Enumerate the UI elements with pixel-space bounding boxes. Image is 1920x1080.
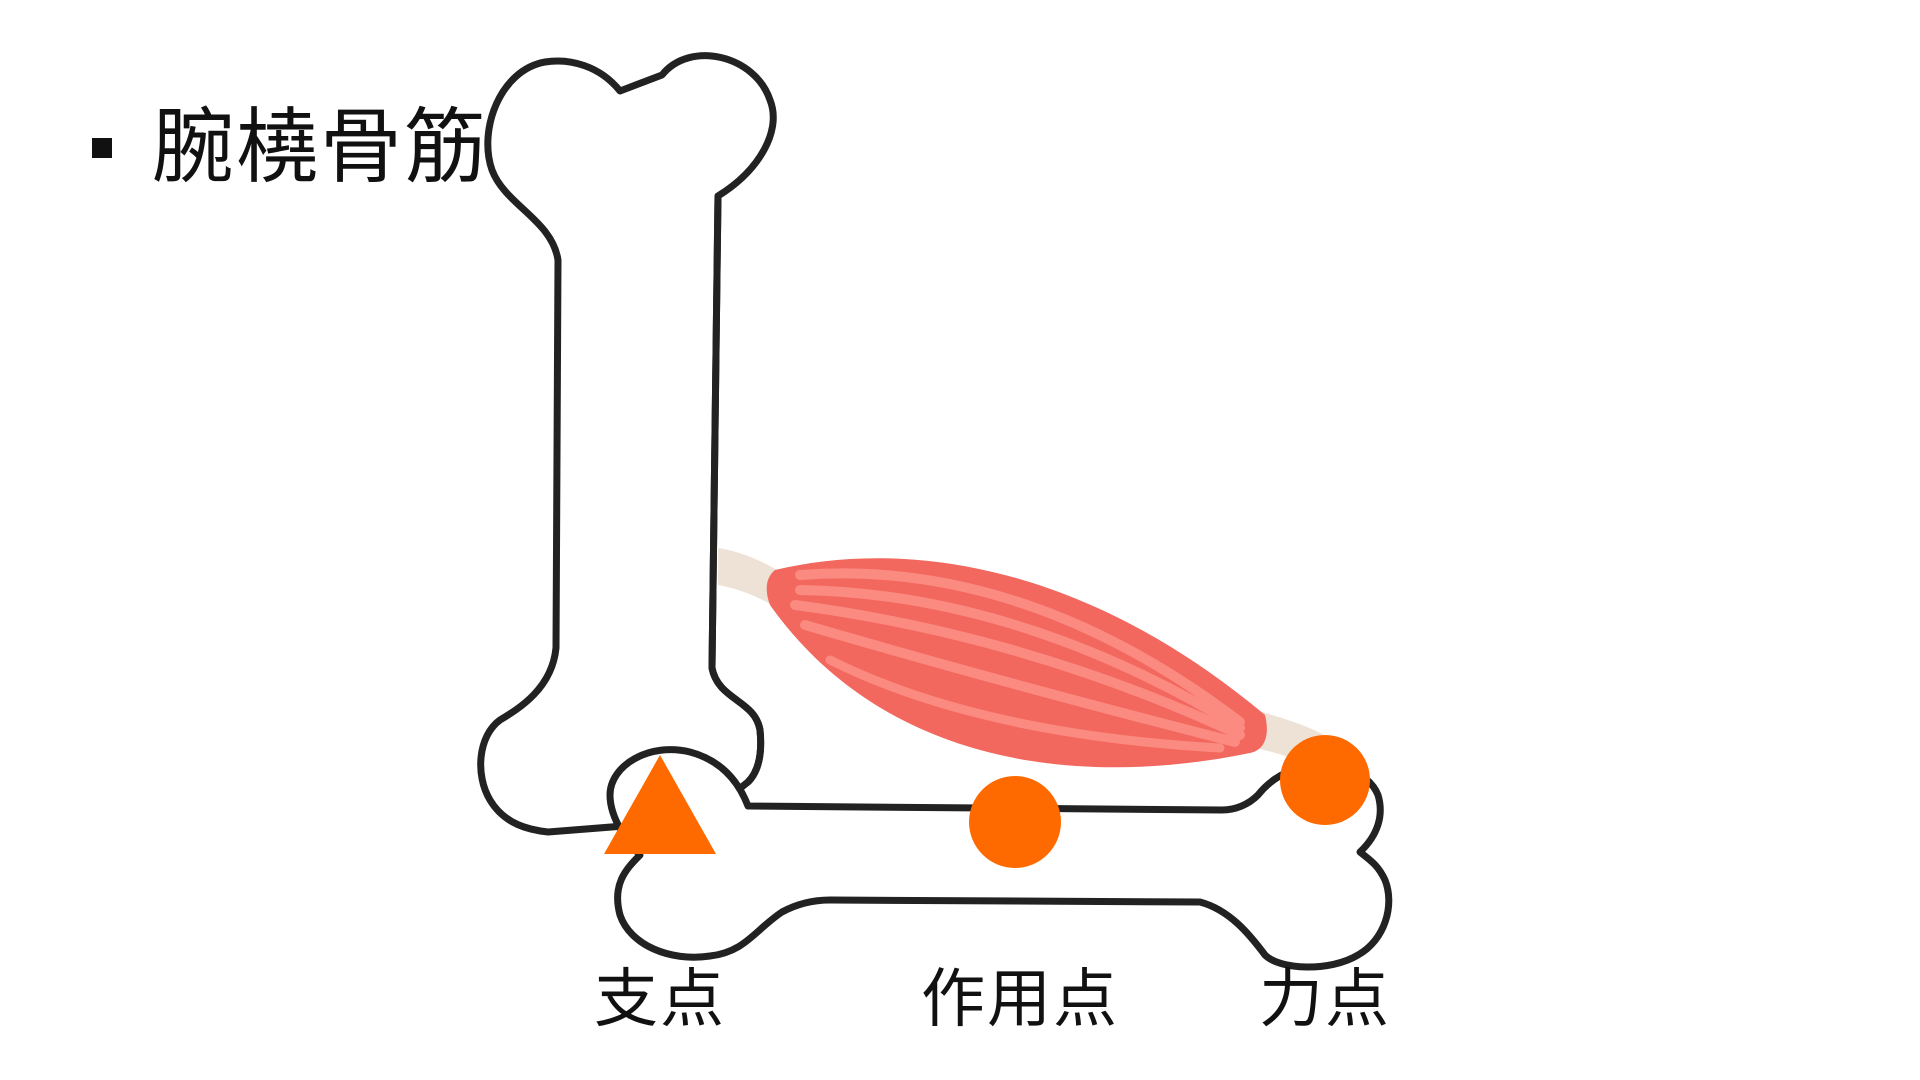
upper-arm-bone-shaft-edge [708,195,765,785]
square-bullet-icon [92,138,112,158]
effort-point-label: 力点 [1259,963,1391,1037]
title-row: 腕橈骨筋 [92,98,488,198]
fulcrum-triangle-icon [604,755,716,854]
muscle-fibers [790,568,1245,753]
fulcrum-label: 支点 [594,963,726,1037]
effort-point-circle-icon [1280,735,1370,825]
slide-title: 腕橈骨筋 [152,100,489,195]
load-point-circle-icon [969,776,1061,868]
upper-arm-bone [477,52,777,836]
load-point-label: 作用点 [921,963,1119,1037]
